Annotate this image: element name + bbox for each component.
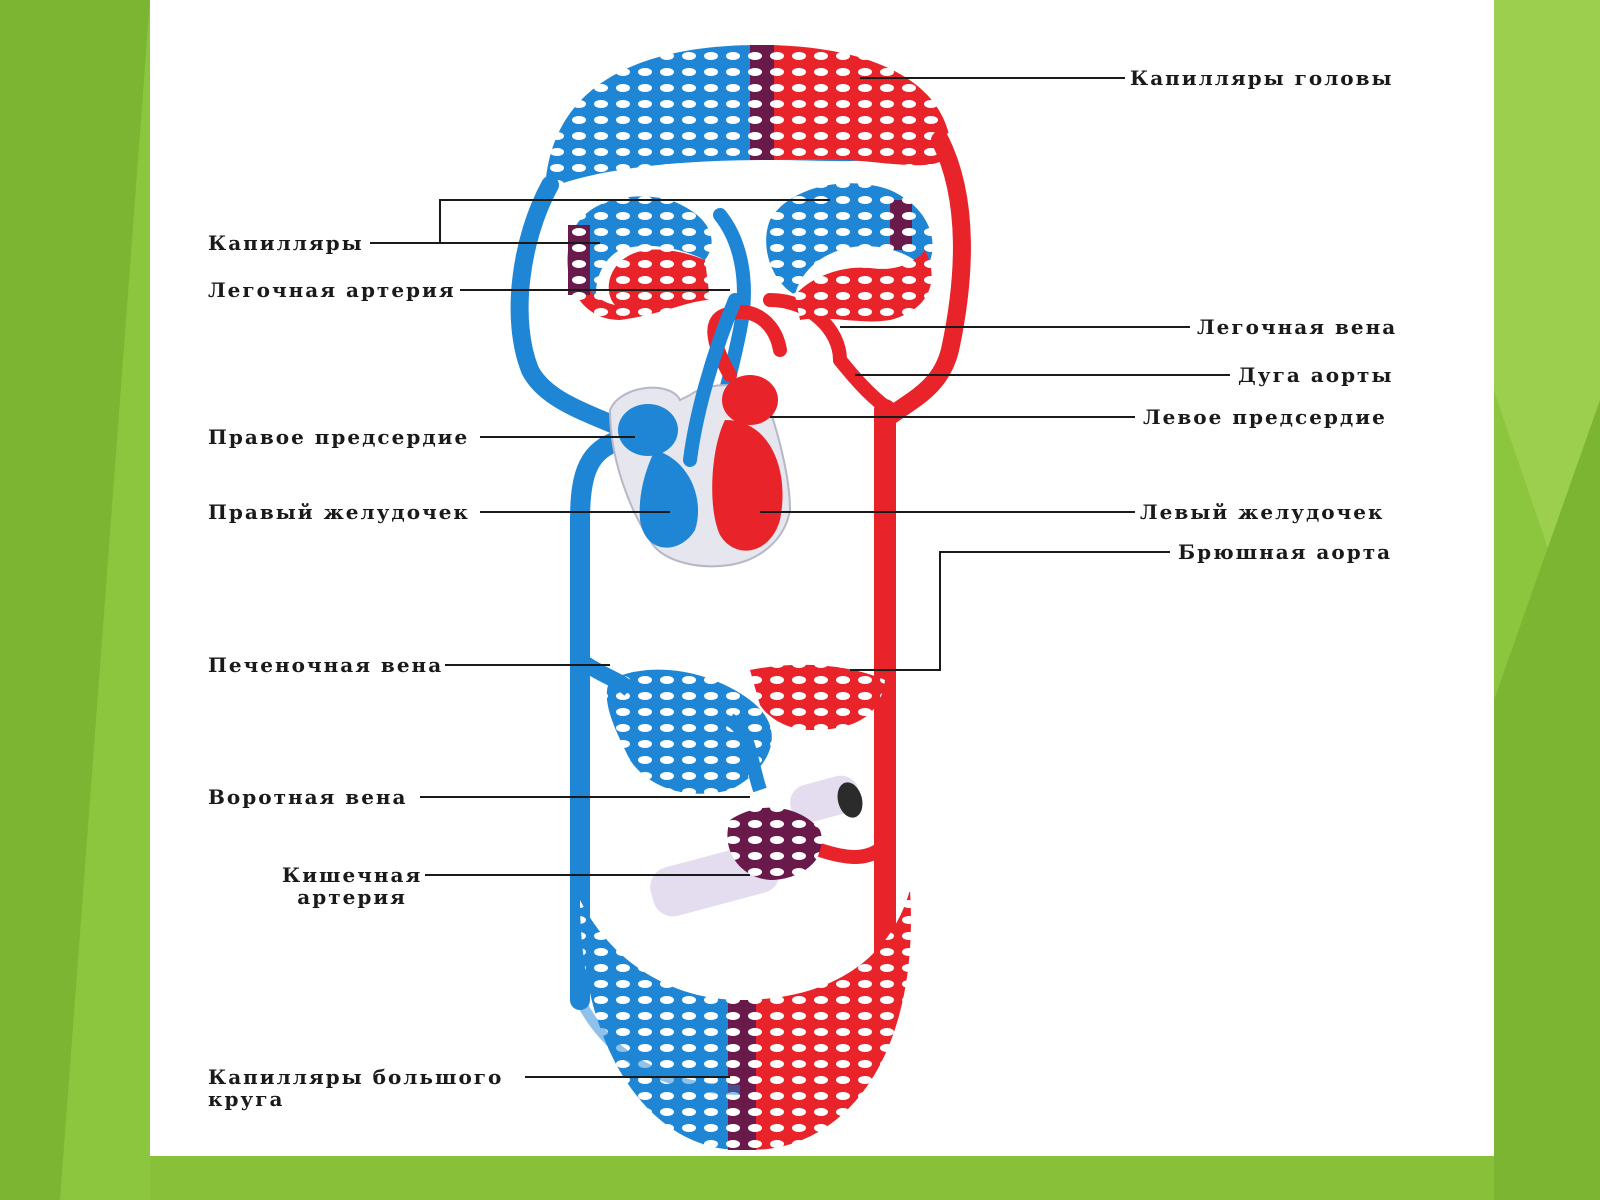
right-ventricle-shape bbox=[639, 450, 699, 548]
leader-abdominal-aorta bbox=[850, 551, 1170, 671]
label-abdominal-aorta: Брюшная аорта bbox=[1178, 540, 1393, 564]
right-atrium-shape bbox=[618, 404, 678, 456]
leader-lung-capillaries bbox=[370, 199, 830, 244]
head-capillaries bbox=[545, 45, 951, 190]
label-left-ventricle: Левый желудочек bbox=[1140, 500, 1385, 524]
label-pulmonary-artery: Легочная артерия bbox=[208, 278, 456, 302]
label-intestinal-artery: Кишечная артерия bbox=[282, 863, 423, 909]
label-aortic-arch: Дуга аорты bbox=[1238, 363, 1394, 387]
label-left-atrium: Левое предсердие bbox=[1143, 405, 1387, 429]
label-portal-vein: Воротная вена bbox=[208, 785, 408, 809]
intestine bbox=[650, 713, 890, 917]
leader-lines bbox=[370, 77, 1230, 1078]
label-hepatic-vein: Печеночная вена bbox=[208, 653, 444, 677]
slide: Капилляры головы Капилляры Легочная арте… bbox=[150, 0, 1494, 1156]
circulatory-diagram bbox=[370, 45, 1230, 1150]
heart bbox=[608, 293, 792, 568]
label-head-capillaries: Капилляры головы bbox=[1130, 66, 1394, 90]
label-systemic-capillaries: Капилляры большого круга bbox=[208, 1065, 504, 1111]
left-ventricle-shape bbox=[712, 420, 783, 551]
label-pulmonary-vein: Легочная вена bbox=[1197, 315, 1398, 339]
label-right-ventricle: Правый желудочек bbox=[208, 500, 470, 524]
label-right-atrium: Правое предсердие bbox=[208, 425, 470, 449]
lung-capillaries bbox=[567, 183, 933, 322]
label-lung-capillaries: Капилляры bbox=[208, 231, 364, 255]
systemic-capillaries bbox=[575, 890, 911, 1150]
liver-capillaries bbox=[575, 653, 885, 794]
left-atrium-shape bbox=[722, 375, 778, 425]
